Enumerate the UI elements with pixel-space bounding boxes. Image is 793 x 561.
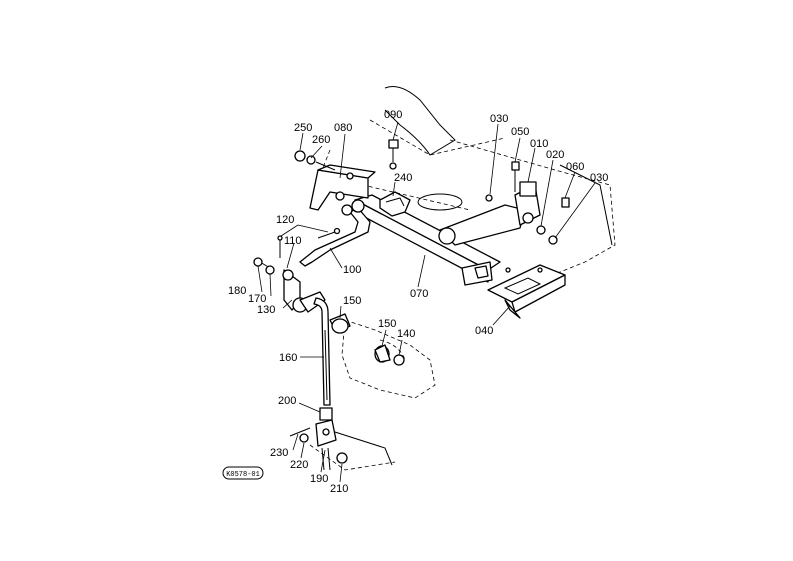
clevis-190-200: [315, 407, 337, 471]
left-bracket: [309, 164, 376, 211]
label-100: 100: [343, 264, 361, 276]
label-150a: 150: [343, 295, 361, 307]
label-170: 170: [248, 293, 266, 305]
label-210: 210: [330, 483, 348, 495]
right-assembly: [438, 161, 570, 246]
bolt-250-260: [294, 150, 336, 171]
pin-210: [336, 452, 348, 464]
label-190: 190: [310, 473, 328, 485]
label-040: 040: [475, 325, 493, 337]
label-070: 070: [410, 288, 428, 300]
drawing-id-badge: K0578-01: [222, 466, 264, 480]
label-060: 060: [566, 161, 584, 173]
pins-220-230: [289, 427, 311, 443]
leader-lines: [257, 121, 596, 483]
label-230: 230: [270, 447, 288, 459]
rod-100: [299, 199, 371, 267]
drawing-id-text: K0578-01: [226, 471, 260, 479]
label-030a: 030: [490, 113, 508, 125]
label-120: 120: [276, 214, 294, 226]
label-020: 020: [546, 149, 564, 161]
label-240: 240: [394, 172, 412, 184]
pins-110-120: [277, 227, 341, 258]
label-110: 110: [284, 235, 302, 247]
label-010: 010: [530, 138, 548, 150]
label-150b: 150: [378, 318, 396, 330]
label-080: 080: [334, 122, 352, 134]
rod-160: [313, 297, 331, 406]
part-labels: 090 080 250 260 240 120 110 100 180 170 …: [228, 109, 608, 495]
label-130: 130: [257, 304, 275, 316]
body-outline: [309, 86, 616, 471]
label-030b: 030: [590, 172, 608, 184]
label-220: 220: [290, 459, 308, 471]
bolt-090: [388, 139, 399, 170]
clip-240: [379, 191, 411, 217]
plate-040: [487, 264, 566, 319]
label-260: 260: [312, 134, 330, 146]
label-250: 250: [294, 122, 312, 134]
label-090: 090: [384, 109, 402, 121]
label-160: 160: [279, 352, 297, 364]
label-180: 180: [228, 285, 246, 297]
lever-130: [253, 257, 326, 313]
label-140: 140: [397, 328, 415, 340]
label-200: 200: [278, 395, 296, 407]
label-050: 050: [511, 126, 529, 138]
